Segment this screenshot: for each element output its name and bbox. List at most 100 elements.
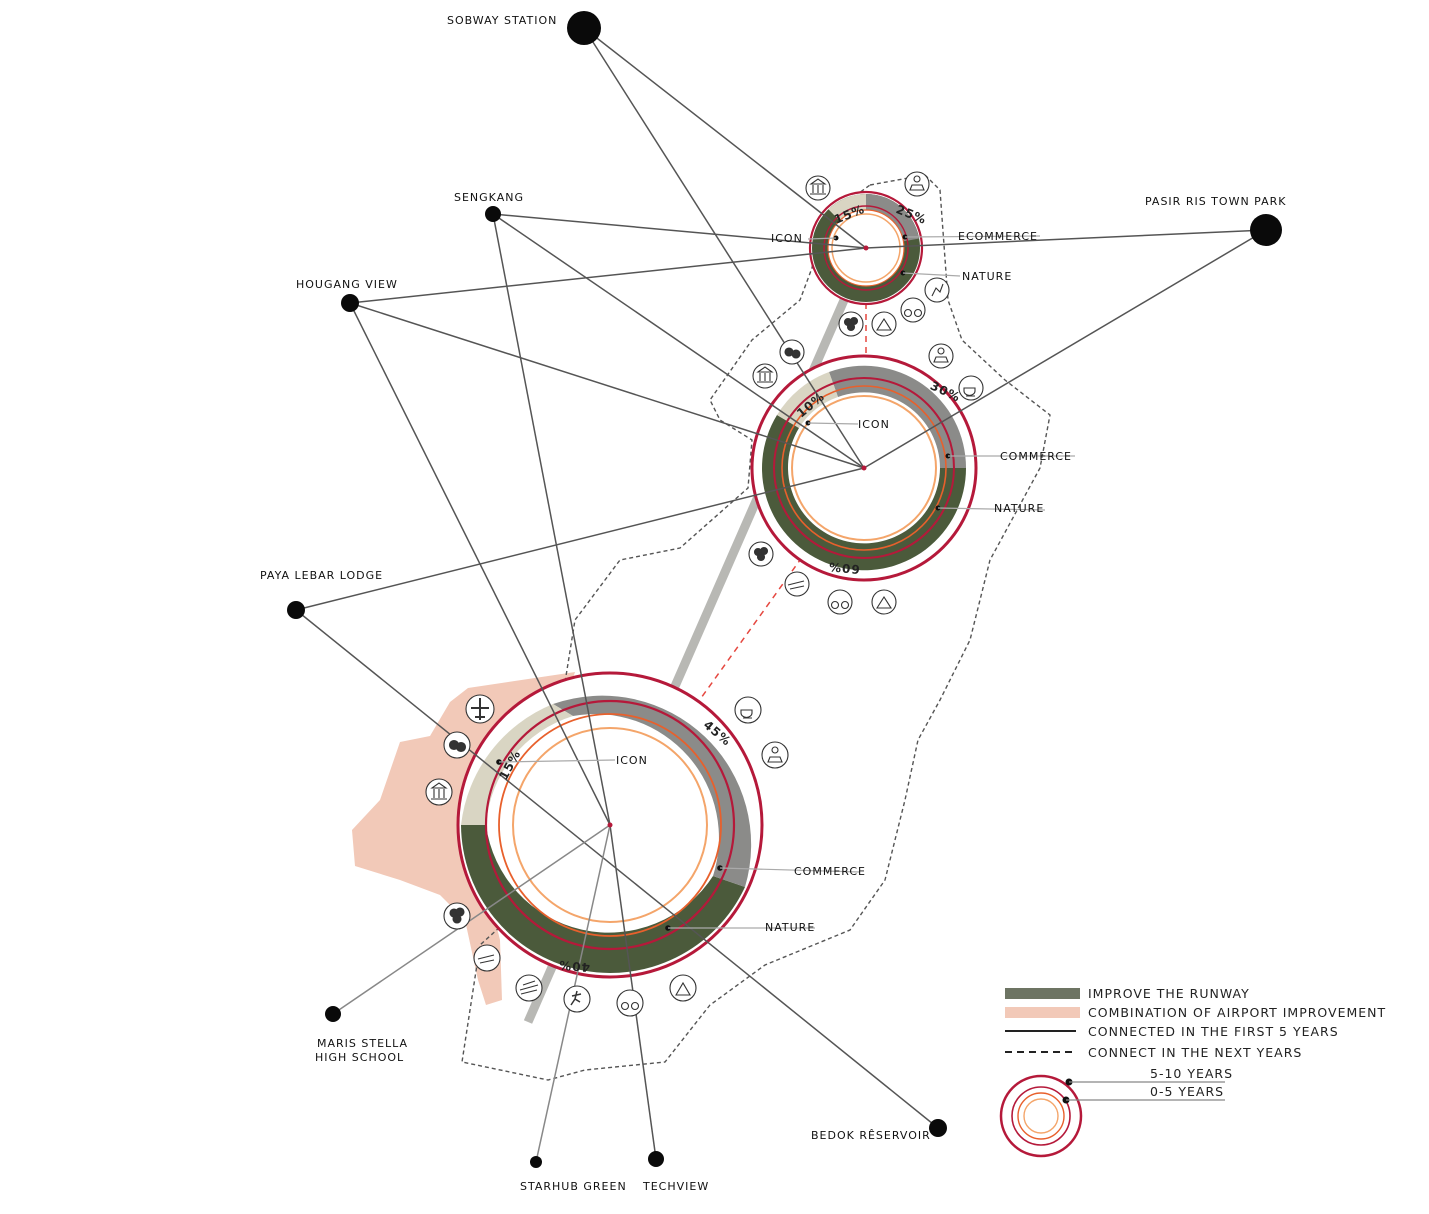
camp-icon [871,589,897,615]
sculpture-icon [924,277,950,303]
legend-inner-ring [1023,1098,1059,1134]
bicycle-icon [900,297,926,323]
label-maris-stella-2: HIGH SCHOOL [315,1051,404,1064]
legend-runway-swatch [1005,988,1080,999]
legend-orange-ring [1017,1092,1065,1140]
hub-labels: ICON ECOMMERCE NATURE ICON COMMERCE NATU… [616,230,1072,934]
small-hub-icon-segment [828,194,867,222]
link-sengkang-large [492,213,611,826]
link-hougang-mid [349,302,865,469]
label-starhub: STARHUB GREEN [520,1180,627,1193]
small-nature-label: NATURE [962,270,1012,283]
link-sengkang-small [492,213,867,249]
node-sengkang [485,206,501,222]
mid-nature-label: NATURE [994,502,1044,515]
small-hub-center [863,245,869,251]
small-ecommerce-label: ECOMMERCE [958,230,1038,243]
site-boundary [461,174,1051,1081]
link-paya-mid [295,467,865,611]
airplane-icon [465,694,495,724]
large-icon-label: ICON [616,754,648,767]
link-pasir-small [865,229,1267,249]
mid-hub-5-10-ring [773,377,955,559]
label-techview: TECHVIEW [642,1180,709,1193]
small-hub-orange-ring [827,209,905,287]
legend-mid-ring [1011,1086,1071,1146]
museum-icon [752,363,778,389]
mid-hub-commerce-segment [829,365,967,468]
label-leaders [498,235,1075,929]
large-commerce-label: COMMERCE [794,865,866,878]
legend-solid-label: CONNECTED IN THE FIRST 5 YEARS [1088,1024,1339,1039]
link-sengkang-mid [492,213,865,469]
node-pasir-ris [1250,214,1282,246]
label-subway-station: SOBWAY STATION [447,14,557,27]
large-hub-center [607,822,613,828]
swim-icon [515,974,543,1002]
solar-icon [904,171,930,197]
leader-large-icon [498,759,616,763]
museum-icon [805,175,831,201]
node-bedok [929,1119,947,1137]
node-starhub [530,1156,542,1168]
large-hub-commerce-segment [553,695,752,887]
large-hub-5-10-ring [484,699,736,951]
small-icon-label: ICON [771,232,803,245]
node-subway-station [567,11,601,45]
large-hub-orange-ring [498,713,722,937]
link-subway-mid [583,27,865,469]
activity-icons [425,171,984,1017]
legend-years-inner: 0-5 YEARS [1150,1084,1224,1099]
leader-mid-nature [937,507,1046,511]
trees-icon [443,902,471,930]
large-hub-nature-segment [461,825,745,973]
destination-nodes [287,11,1282,1168]
legend-outer-ring [999,1074,1083,1158]
leader-small-ecommerce [904,235,1041,238]
legend-airport-swatch [1005,1007,1080,1018]
node-maris-stella [325,1006,341,1022]
skate-icon [784,571,810,597]
legend: IMPROVE THE RUNWAY COMBINATION OF AIRPOR… [999,986,1386,1158]
legend-years-outer: 5-10 YEARS [1150,1066,1233,1081]
trees-icon [838,311,864,337]
leader-small-icon [807,237,837,240]
leader-large-commerce [719,867,861,873]
mid-nature-percent: 60% [828,560,861,577]
label-pasir-ris: PASIR RIS TOWN PARK [1145,195,1286,208]
theater-icon [443,731,471,759]
museum-icon [425,778,453,806]
small-hub-5-10-ring [823,205,909,291]
solar-icon [761,741,789,769]
large-nature-label: NATURE [765,921,815,934]
label-sengkang: SENGKANG [454,191,524,204]
skate-icon [473,944,501,972]
mid-commerce-label: COMMERCE [1000,450,1072,463]
label-maris-stella-1: MARIS STELLA [317,1037,408,1050]
link-large-maris [332,824,611,1015]
node-hougang-view [341,294,359,312]
legend-dashed-label: CONNECT IN THE NEXT YEARS [1088,1045,1302,1060]
link-pasir-mid [863,229,1267,469]
tent-icon [871,311,897,337]
node-techview [648,1151,664,1167]
large-nature-percent: 40% [558,958,591,975]
link-subway-small [583,27,867,249]
cafe-icon [734,696,762,724]
legend-airport-label: COMBINATION OF AIRPORT IMPROVEMENT [1088,1005,1386,1020]
small-hub-commerce-segment [865,194,919,242]
mid-hub-orange-ring [781,385,947,551]
trees-icon [748,541,774,567]
bicycle-icon [616,989,644,1017]
link-paya-bedok [295,609,939,1129]
cafe-icon [958,375,984,401]
connections [295,27,1267,1163]
bicycle-icon [827,589,853,615]
mid-icon-label: ICON [858,418,890,431]
solar-icon [928,343,954,369]
leader-small-nature [902,272,961,277]
label-paya-lebar: PAYA LEBAR LODGE [260,569,383,582]
legend-runway-label: IMPROVE THE RUNWAY [1088,986,1250,1001]
node-labels: SOBWAY STATION SENGKANG HOUGANG VIEW PAS… [260,14,1286,1193]
